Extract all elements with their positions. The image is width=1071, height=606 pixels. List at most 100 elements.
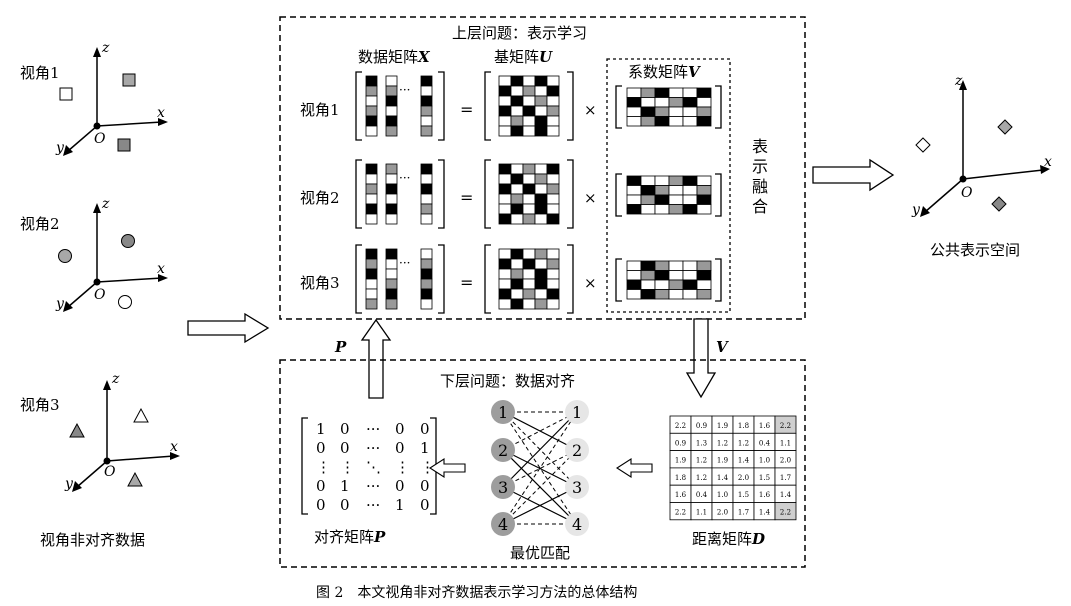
matched-edge <box>502 449 578 488</box>
top-problem-title: 上层问题：表示学习 <box>452 24 587 42</box>
svg-text:示: 示 <box>752 157 768 176</box>
right-node-label: 3 <box>572 478 582 497</box>
best-match-label: 最优匹配 <box>510 544 570 562</box>
distance-value: 1.0 <box>717 491 728 499</box>
common-space-axes: z x y O <box>911 73 1052 218</box>
fusion-label: 表 示 融 合 <box>752 137 768 216</box>
alignment-cell: 0 <box>420 496 430 514</box>
coef-matrix-header: 系数矩阵V <box>628 63 701 81</box>
times-sign: × <box>584 274 597 292</box>
right-node-label: 1 <box>572 403 582 422</box>
view-1-label: 视角1 <box>20 64 60 82</box>
left-node <box>491 438 515 462</box>
svg-text:融: 融 <box>752 177 768 196</box>
distance-value: 2.2 <box>675 422 686 430</box>
distance-value: 1.9 <box>717 422 728 430</box>
view-1-origin-label: O <box>94 131 106 147</box>
distance-value: 1.7 <box>780 474 791 482</box>
input-arrow <box>187 312 270 344</box>
bottom-problem-box <box>279 359 806 568</box>
left-node-label: 1 <box>498 403 508 422</box>
common-x-label: x <box>1044 154 1052 170</box>
distance-value: 1.6 <box>759 422 771 430</box>
distance-value: 1.4 <box>717 474 729 482</box>
distance-value: 1.1 <box>780 439 791 447</box>
matched-edge <box>502 411 578 451</box>
left-node-label: 3 <box>498 478 508 497</box>
distance-value: 1.3 <box>696 439 707 447</box>
alignment-cell: 0 <box>420 420 430 438</box>
alignment-cell: 0 <box>395 477 405 495</box>
svg-text:合: 合 <box>752 197 768 216</box>
view-row-2: 视角2···=× <box>300 159 722 229</box>
distance-value: 1.7 <box>738 509 749 517</box>
base-matrix-grid <box>498 75 560 137</box>
distance-value: 1.2 <box>738 439 749 447</box>
view-row-3: 视角3···=× <box>300 244 722 314</box>
right-node-label: 2 <box>572 441 582 460</box>
alignment-cell: 0 <box>340 496 350 514</box>
right-node-label: 4 <box>572 515 582 534</box>
view-3-axes: 视角3 z x y O <box>20 371 180 492</box>
left-node <box>491 512 515 536</box>
row-label: 视角2 <box>300 189 340 207</box>
alignment-cell: 0 <box>395 420 405 438</box>
times-sign: × <box>584 189 597 207</box>
arrow-to-alignment <box>428 457 466 479</box>
alignment-cell: ⋮ <box>340 458 355 476</box>
alignment-cell: 0 <box>316 496 326 514</box>
equals-sign: = <box>460 188 473 207</box>
matched-edge <box>502 411 578 488</box>
alignment-cell: 0 <box>316 477 326 495</box>
right-node <box>565 400 589 424</box>
data-column <box>420 75 433 137</box>
arrow-P-label: P <box>334 338 347 356</box>
view-3-x-label: x <box>170 439 178 455</box>
view-3-z-label: z <box>111 371 120 387</box>
alignment-cell: ··· <box>366 420 380 438</box>
alignment-cell: 0 <box>340 420 350 438</box>
distance-matrix-label: 距离矩阵D <box>692 530 765 548</box>
alignment-cell: ··· <box>366 477 380 495</box>
distance-cell <box>774 502 797 521</box>
alignment-cell: 1 <box>420 439 430 457</box>
coef-matrix-grid <box>626 87 712 127</box>
right-node <box>565 475 589 499</box>
candidate-edge <box>502 411 578 525</box>
distance-value: 1.0 <box>759 457 770 465</box>
arrow-P <box>360 318 392 399</box>
bottom-problem-title: 下层问题：数据对齐 <box>440 372 575 390</box>
common-z-label: z <box>954 73 963 89</box>
alignment-cell: 0 <box>340 439 350 457</box>
common-origin-label: O <box>961 185 973 201</box>
distance-value: 1.2 <box>696 457 707 465</box>
data-column <box>365 248 378 310</box>
coef-matrix-grid <box>626 175 712 215</box>
matched-edge <box>502 449 578 525</box>
distance-value: 2.2 <box>780 509 791 517</box>
distance-value: 1.4 <box>759 509 771 517</box>
column-dots: ··· <box>399 256 410 270</box>
view-row-1: 视角1···=× <box>300 71 722 141</box>
distance-value: 1.9 <box>675 457 686 465</box>
alignment-cell: ⋱ <box>366 458 381 476</box>
figure-caption: 图 2 本文视角非对齐数据表示学习方法的总体结构 <box>316 585 637 601</box>
coef-matrix-grid <box>626 260 712 300</box>
view-2-origin-label: O <box>94 287 106 303</box>
coef-matrix-box <box>606 58 731 313</box>
distance-value: 1.5 <box>759 474 770 482</box>
row-label: 视角1 <box>300 101 340 119</box>
alignment-cell: ··· <box>366 496 380 514</box>
distance-value: 1.8 <box>738 422 749 430</box>
data-column <box>420 248 433 310</box>
left-node-label: 4 <box>498 515 508 534</box>
data-column <box>365 163 378 225</box>
alignment-cell: ⋮ <box>395 458 410 476</box>
view-1-y-label: y <box>55 140 65 156</box>
view-2-y-label: y <box>55 296 65 312</box>
base-matrix-header: 基矩阵U <box>494 48 553 66</box>
distance-value: 1.2 <box>717 439 728 447</box>
data-matrix-header: 数据矩阵X <box>358 48 431 66</box>
